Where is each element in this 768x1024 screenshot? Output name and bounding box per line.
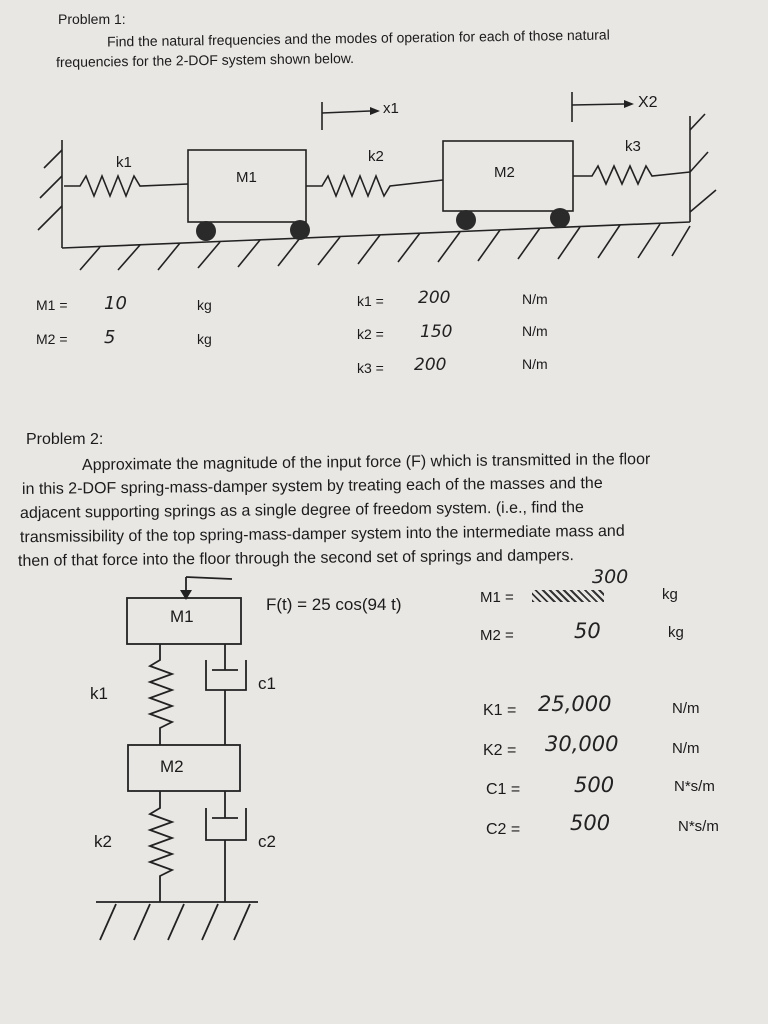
- p1-k3-label: k3 =: [357, 360, 384, 376]
- p2-K1-label: K1 =: [483, 702, 517, 719]
- left-wall-hatch: [37, 149, 63, 231]
- x2-label: X2: [638, 94, 658, 111]
- p2-m1-param-label: M1 =: [480, 589, 514, 606]
- p2-m1-crossed-out: [532, 590, 604, 602]
- p2-damper-c1: [205, 644, 247, 745]
- p2-m2-label: M2: [160, 757, 184, 776]
- p1-k2-label: k2 =: [357, 326, 384, 342]
- p1-m1-value: 10: [104, 293, 127, 314]
- floor-line: [61, 221, 691, 249]
- p1-k1-value: 200: [418, 288, 451, 308]
- p2-c1-label: c1: [258, 674, 276, 693]
- x1-label: x1: [383, 100, 399, 117]
- p2-C2-unit: N*s/m: [678, 818, 719, 835]
- problem2-line-5: then of that force into the floor throug…: [17, 547, 574, 570]
- p1-m2-value: 5: [104, 327, 116, 348]
- spring-k3: [573, 164, 691, 186]
- k1-label: k1: [116, 154, 132, 171]
- p2-damper-c2: [205, 791, 247, 902]
- force-arrowhead: [180, 590, 192, 600]
- m2-wheel-left: [456, 210, 476, 230]
- right-wall-hatch: [689, 113, 717, 213]
- m2-wheel-right: [550, 208, 570, 228]
- p2-m1-param-unit: kg: [662, 586, 678, 603]
- problem1-diagram: [37, 92, 717, 271]
- m1-wheel-left: [196, 221, 216, 241]
- p1-k3-unit: N/m: [522, 356, 548, 372]
- spring-k1: [64, 173, 189, 199]
- p2-K2-value: 30,000: [545, 732, 619, 756]
- p1-k1-label: k1 =: [357, 293, 384, 309]
- p2-spring-k1: [147, 644, 175, 745]
- mass-m1-block: [187, 149, 307, 223]
- force-arrow-line: [185, 576, 233, 580]
- m2-label: M2: [494, 164, 515, 181]
- p2-C1-unit: N*s/m: [674, 778, 715, 795]
- p2-m2-param-unit: kg: [668, 624, 684, 641]
- p2-C1-label: C1 =: [486, 781, 521, 798]
- force-label: F(t) = 25 cos(94 t): [266, 595, 402, 614]
- p1-k3-value: 200: [414, 355, 447, 375]
- p2-spring-k2: [147, 791, 175, 902]
- p2-m2-param-label: M2 =: [480, 627, 514, 644]
- spring-k2: [306, 173, 444, 199]
- p2-m2-param-value: 50: [574, 619, 601, 643]
- x2-arrow: [571, 103, 625, 106]
- k3-label: k3: [625, 138, 641, 155]
- p2-k1-label: k1: [90, 684, 108, 703]
- p2-K1-value: 25,000: [538, 692, 612, 716]
- p2-c2-label: c2: [258, 832, 276, 851]
- k2-label: k2: [368, 148, 384, 165]
- p2-C2-label: C2 =: [486, 821, 521, 838]
- floor-hatch: [79, 223, 691, 271]
- p1-m2-label: M2 =: [36, 331, 68, 347]
- p1-k1-unit: N/m: [522, 291, 548, 307]
- p2-ground-hatch: [99, 903, 251, 941]
- m1-wheel-right: [290, 220, 310, 240]
- p1-m1-label: M1 =: [36, 297, 68, 313]
- x2-arrowhead: [624, 100, 634, 108]
- x1-arrowhead: [370, 107, 380, 115]
- m1-label: M1: [236, 169, 257, 186]
- problem1-title: Problem 1:: [58, 11, 126, 27]
- p2-mass-m2-block: [127, 744, 241, 792]
- p2-m1-label: M1: [170, 607, 194, 626]
- problem2-title: Problem 2:: [26, 431, 104, 448]
- p2-m1-param-value: 300: [592, 566, 629, 588]
- p2-C2-value: 500: [570, 811, 611, 835]
- p1-k2-unit: N/m: [522, 323, 548, 339]
- problem2-line-3: adjacent supporting springs as a single …: [19, 499, 584, 522]
- p2-C1-value: 500: [574, 773, 615, 797]
- p1-k2-value: 150: [420, 322, 453, 342]
- p2-K1-unit: N/m: [672, 700, 700, 717]
- p2-K2-unit: N/m: [672, 740, 700, 757]
- p1-m2-unit: kg: [197, 331, 212, 347]
- p2-k2-label: k2: [94, 832, 112, 851]
- x1-arrow: [321, 110, 371, 114]
- p2-K2-label: K2 =: [483, 742, 517, 759]
- p1-m1-unit: kg: [197, 297, 212, 313]
